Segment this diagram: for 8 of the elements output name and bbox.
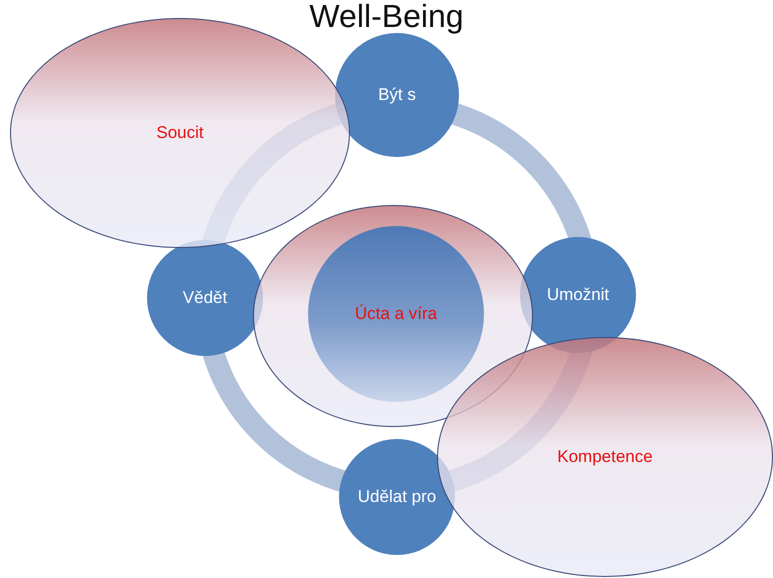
node-label: Vědět bbox=[182, 286, 228, 309]
node-label: Být s bbox=[378, 84, 416, 106]
node-label: Soucit bbox=[156, 122, 204, 144]
node-label: Kompetence bbox=[557, 446, 653, 468]
node-label: Umožnit bbox=[546, 284, 610, 306]
title: Well-Being bbox=[308, 0, 465, 35]
node-label: Udělat pro bbox=[358, 486, 436, 508]
node-label: Úcta a víra bbox=[354, 302, 438, 325]
